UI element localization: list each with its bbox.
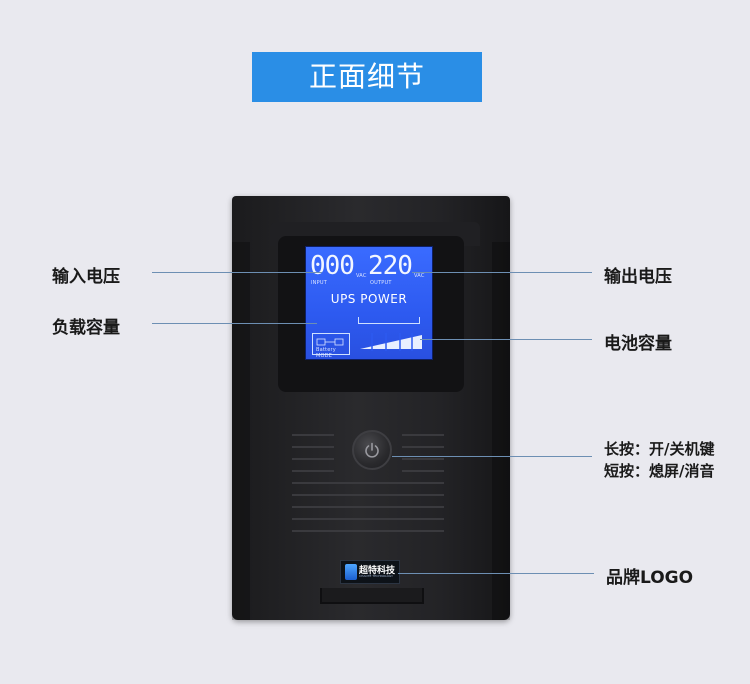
vent-slot [292,530,444,532]
brand-logo-icon [345,564,357,580]
input-voltage-readout: 000 [310,251,355,281]
callout-input-voltage: 输入电压 [52,267,120,287]
callout-long-press: 长按：开/关机键 [604,440,715,458]
vent-slot [292,482,444,484]
vent-slot [292,494,444,496]
vent-slot [292,446,334,448]
input-label: INPUT [311,280,327,286]
output-unit: VAC [414,273,425,279]
vent-slot [292,470,334,472]
vent-slot [402,470,444,472]
load-level-bar [358,317,420,324]
brand-logo-badge: 超特科技 CHAOTE TECHNOLOGY [340,560,400,584]
output-voltage-readout: 220 [368,251,413,281]
input-unit: VAC [356,273,367,279]
ups-left-rib [232,242,250,620]
ups-right-rib [492,242,510,620]
vent-slot [402,434,444,436]
battery-icon [316,338,344,346]
lcd-screen: 000 VAC INPUT 220 VAC OUTPUT UPS POWER B… [305,246,433,360]
section-title-banner: 正面细节 [252,52,482,102]
vent-slot [292,518,444,520]
callout-brand-logo: 品牌LOGO [606,568,694,588]
lcd-brand-text: UPS POWER [330,292,408,306]
leader-line-load [152,323,317,324]
leader-line-output [412,272,592,273]
vent-slot [292,506,444,508]
vent-slot [402,446,444,448]
brand-logo-name: 超特科技 [359,566,396,576]
callout-short-press: 短按：熄屏/消音 [604,462,715,480]
callout-load-capacity: 负载容量 [52,318,120,338]
battery-level-icon [360,333,422,351]
brand-logo-subtitle: CHAOTE TECHNOLOGY [359,574,394,578]
power-button[interactable] [352,430,392,470]
leader-line-button [392,456,592,457]
vent-slot [292,434,334,436]
battery-mode-label: Battery MODE [316,347,336,359]
vent-slot [402,458,444,460]
battery-mode-indicator: Battery MODE [312,333,350,359]
callout-output-voltage: 输出电压 [604,267,672,287]
output-label: OUTPUT [370,280,392,286]
callout-battery-capacity: 电池容量 [604,334,672,354]
power-icon [365,442,379,458]
leader-line-battery [420,339,592,340]
leader-line-logo [398,573,594,574]
vent-slot [292,458,334,460]
front-slot [320,588,424,604]
leader-line-input [152,272,322,273]
